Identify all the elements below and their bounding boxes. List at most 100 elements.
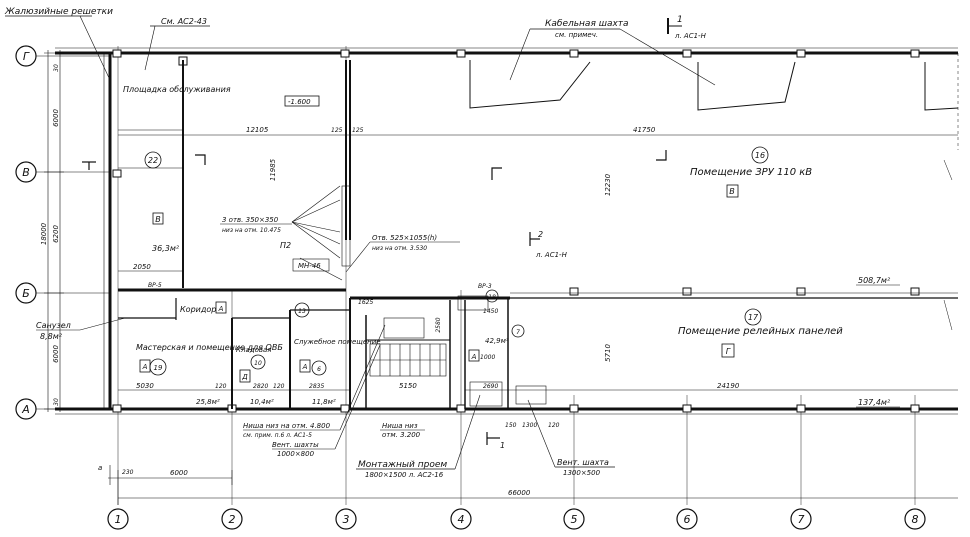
- svg-text:17: 17: [748, 313, 759, 322]
- svg-text:Ниша низ на отм. 4.800: Ниша низ на отм. 4.800: [243, 422, 331, 430]
- room-17: 17 Помещение релейных панелей Г 137,4м²: [678, 308, 900, 408]
- svg-text:3: 3: [343, 513, 350, 526]
- svg-text:1000×800: 1000×800: [277, 450, 315, 458]
- column-axis-6: 6: [676, 508, 698, 530]
- dim-41750: 41750: [633, 126, 656, 134]
- svg-text:1625: 1625: [358, 299, 373, 306]
- svg-text:Коридор: Коридор: [180, 305, 216, 314]
- svg-text:30: 30: [53, 398, 60, 406]
- svg-text:В: В: [22, 166, 30, 179]
- svg-text:6: 6: [684, 513, 691, 526]
- column-axis-4: 4: [450, 508, 472, 530]
- svg-text:125: 125: [331, 127, 343, 134]
- section-marker-1-top: 1 л. АС1-Н: [667, 15, 707, 40]
- svg-text:Б: Б: [22, 287, 30, 300]
- dim-6000-bottom-chain: 6000: [170, 469, 188, 477]
- stairs: [369, 295, 547, 407]
- room-13: 13: [294, 302, 310, 318]
- svg-text:Кладовая: Кладовая: [236, 346, 271, 354]
- svg-text:120: 120: [215, 383, 227, 390]
- cable-shaft-note: см. примеч.: [555, 31, 598, 39]
- vent2-note: Вент. шахта 1300×500: [527, 399, 615, 477]
- svg-text:Помещение релейных панелей: Помещение релейных панелей: [678, 326, 843, 337]
- svg-text:5150: 5150: [399, 382, 417, 390]
- column-axis-8: 8: [904, 508, 926, 530]
- svg-text:4: 4: [458, 513, 465, 526]
- vent1-note: Вент. шахты 1000×800: [272, 344, 381, 458]
- svg-text:19: 19: [154, 364, 163, 372]
- svg-text:Г: Г: [23, 50, 30, 63]
- opening2-note: Отв. 525×1055(h): [372, 234, 437, 242]
- outer-walls: [55, 47, 959, 415]
- svg-text:Д: Д: [241, 373, 248, 381]
- svg-text:А: А: [21, 403, 30, 416]
- row-axis-v: В: [15, 161, 110, 183]
- svg-text:Вент. шахты: Вент. шахты: [272, 441, 319, 449]
- svg-text:А: А: [142, 363, 148, 371]
- svg-text:13: 13: [298, 308, 306, 315]
- cable-shaft-label: Кабельная шахта: [545, 19, 629, 29]
- svg-text:2820: 2820: [253, 383, 268, 390]
- row-axis-g: Г: [15, 45, 110, 67]
- column-axis-1: 1: [107, 508, 129, 530]
- office: Служебное помещение 6 А 11,8м²: [294, 338, 381, 406]
- room-22: 22 В 36,3м²: [144, 151, 180, 253]
- svg-text:1300: 1300: [522, 422, 537, 429]
- section-marker-1-bottom: 1: [500, 441, 505, 450]
- svg-text:1: 1: [677, 15, 683, 25]
- sheet-ref-label: См. АС2-43: [161, 17, 207, 26]
- svg-text:6: 6: [317, 366, 321, 373]
- p2-label: П2: [280, 241, 291, 250]
- vr5-label: ВР-5: [148, 282, 162, 289]
- svg-text:2580: 2580: [435, 317, 442, 332]
- svg-text:1450: 1450: [483, 308, 498, 315]
- svg-text:230: 230: [122, 469, 134, 476]
- dim-12230: 12230: [604, 173, 612, 196]
- svg-text:7: 7: [516, 329, 520, 336]
- niche2-note: Ниша низ отм. 3.200: [380, 422, 425, 439]
- svg-text:10: 10: [254, 360, 262, 367]
- svg-text:1: 1: [500, 441, 505, 450]
- column-axis-2: 2: [221, 508, 243, 530]
- dim-6000-bottom: 6000: [52, 345, 60, 363]
- level-mark: -1.600: [288, 98, 311, 106]
- dim-2050: 2050: [133, 263, 151, 271]
- dim-5710: 5710: [604, 344, 612, 362]
- svg-text:1800×1500 л. АС2-16: 1800×1500 л. АС2-16: [365, 471, 444, 479]
- service-platform-label: Площадка обслуживания: [123, 85, 231, 94]
- svg-text:Г: Г: [726, 347, 731, 356]
- svg-text:36,3м²: 36,3м²: [152, 244, 180, 253]
- vr3-label: ВР-3: [478, 283, 492, 290]
- svg-text:Санузел: Санузел: [36, 321, 71, 330]
- svg-text:а: а: [98, 464, 102, 472]
- svg-text:1: 1: [115, 513, 122, 526]
- row-axis-b: Б: [15, 282, 110, 304]
- svg-text:А: А: [471, 353, 477, 361]
- svg-text:Служебное помещение: Служебное помещение: [294, 338, 381, 346]
- svg-text:120: 120: [273, 383, 285, 390]
- workshop: Мастерская и помещение для ОВБ 19 А 25,8…: [136, 343, 283, 406]
- mount-note: Монтажный проем 1800×1500 л. АС2-16: [356, 394, 481, 479]
- svg-text:2835: 2835: [309, 383, 324, 390]
- column-axis-7: 7: [790, 508, 812, 530]
- room-16: 16 Помещение ЗРУ 110 кВ В 508,7м²: [690, 146, 900, 286]
- svg-text:1000: 1000: [480, 354, 495, 361]
- svg-text:5: 5: [571, 513, 578, 526]
- opening2-level: низ на отм. 3.530: [372, 245, 427, 252]
- dim-5030: 5030: [136, 382, 154, 390]
- openings-level: низ на отм. 10.475: [222, 227, 281, 234]
- svg-text:Мастерская и помещение для ОВБ: Мастерская и помещение для ОВБ: [136, 343, 283, 352]
- openings-note: 3 отв. 350×350: [222, 216, 279, 224]
- svg-text:30: 30: [53, 64, 60, 72]
- svg-text:В: В: [155, 215, 161, 224]
- svg-text:1300×500: 1300×500: [563, 469, 601, 477]
- column-axis-5: 5: [563, 508, 585, 530]
- room-18: 18: [485, 289, 499, 303]
- svg-text:см. прим. п.6 л. АС1-5: см. прим. п.6 л. АС1-5: [243, 432, 312, 439]
- section-2-ref: л. АС1-Н: [535, 251, 568, 259]
- svg-text:11,8м²: 11,8м²: [312, 398, 336, 406]
- svg-text:Вент. шахта: Вент. шахта: [557, 458, 609, 467]
- storage: Кладовая 10 Д 10,4м²: [236, 346, 274, 406]
- svg-text:А: А: [218, 305, 224, 313]
